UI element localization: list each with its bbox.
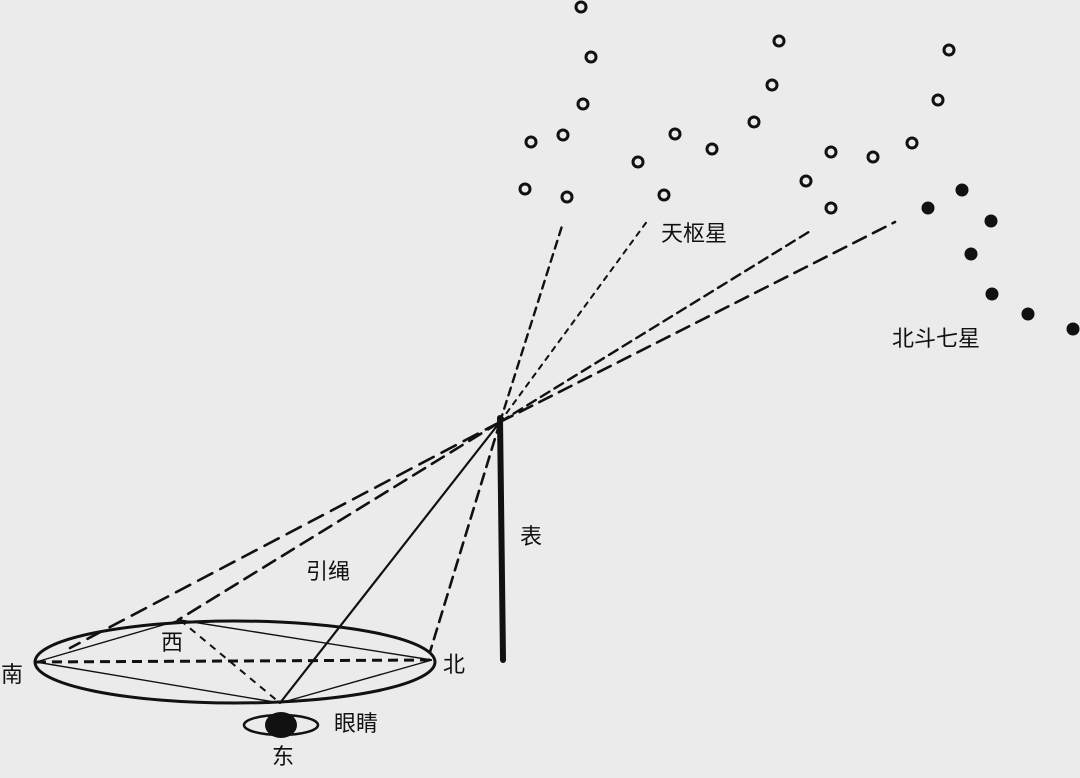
chord-south-west [35, 619, 181, 663]
star-open [866, 150, 880, 164]
star-open [799, 174, 813, 188]
big-dipper-stars [921, 183, 1080, 336]
sight-line-to-west [176, 420, 502, 622]
star-open [772, 34, 786, 48]
horizon-ellipse [33, 619, 437, 705]
guide-rope-line [278, 420, 502, 705]
sight-line-dipper [498, 220, 897, 424]
big-dipper-label: 北斗七星 [892, 327, 981, 352]
star-open [576, 97, 590, 111]
star-open [765, 78, 779, 92]
sight-line-to-north [428, 420, 502, 654]
star-open [524, 135, 538, 149]
star-big-dipper [985, 287, 999, 301]
guide-rope-label: 引绳 [306, 560, 351, 585]
star-open [824, 145, 838, 159]
star-open [931, 93, 945, 107]
star-big-dipper [984, 214, 998, 228]
star-open [556, 128, 570, 142]
sight-line-tianshu [499, 219, 649, 423]
open-stars [518, 0, 956, 215]
eye-icon [242, 712, 320, 738]
chord-east-south [35, 661, 281, 704]
chord-north-east [279, 659, 433, 704]
sight-line-to-south [68, 420, 502, 650]
star-open [668, 127, 682, 141]
horizon-ellipse-group [33, 619, 437, 705]
gnomon-label: 表 [520, 525, 543, 550]
gnomon-pole [497, 415, 506, 663]
west-east-dashed-line [179, 619, 281, 704]
star-big-dipper [955, 183, 969, 197]
eye-label: 眼睛 [334, 712, 379, 737]
east-label: 东 [272, 745, 295, 770]
star-open [824, 201, 838, 215]
star-open [631, 155, 645, 169]
star-open [657, 188, 671, 202]
chord-west-north [179, 619, 433, 661]
star-open [905, 136, 919, 150]
south-label: 南 [1, 663, 24, 688]
south-north-dashed-line [35, 658, 433, 664]
sight-lines [68, 219, 897, 705]
sight-line-upper-left [498, 224, 564, 424]
star-open [584, 50, 598, 64]
star-big-dipper [1066, 322, 1080, 336]
north-label: 北 [443, 653, 466, 678]
star-big-dipper [921, 201, 935, 215]
star-open [560, 190, 574, 204]
sight-line-middle [498, 228, 814, 424]
star-open [574, 0, 588, 14]
star-open [942, 43, 956, 57]
star-big-dipper [1021, 307, 1035, 321]
star-open [518, 182, 532, 196]
star-big-dipper [964, 247, 978, 261]
west-label: 西 [161, 631, 184, 656]
star-open [747, 115, 761, 129]
tianshu-star-label: 天枢星 [661, 222, 728, 247]
star-open [705, 142, 719, 156]
